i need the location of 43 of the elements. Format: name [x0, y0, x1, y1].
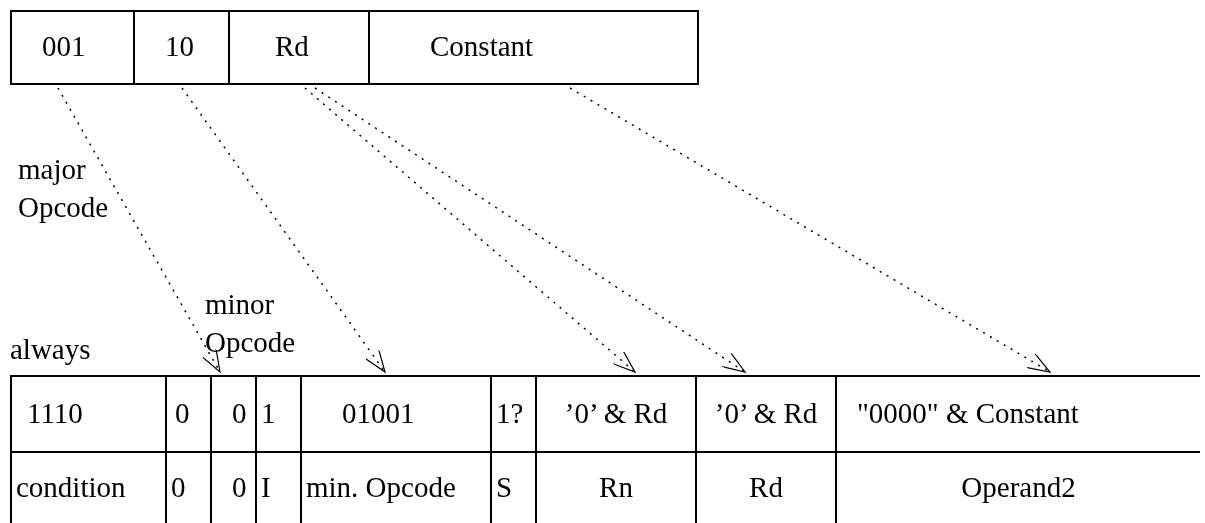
bit-value: 01001 — [342, 397, 415, 429]
bit-value: 1 — [261, 397, 276, 429]
field-value: 001 — [42, 30, 86, 62]
dotted-arrow — [181, 87, 386, 373]
bit-value: 1110 — [27, 397, 83, 429]
bit-value: 1? — [496, 397, 524, 429]
annotation-text: major Opcode — [18, 152, 110, 225]
field-name: S — [496, 471, 513, 503]
bit-field-column — [210, 375, 255, 523]
bit-value: ’0’ & Rd — [713, 397, 819, 429]
dotted-arrow — [569, 87, 1051, 373]
annotation-text: always — [10, 332, 92, 367]
field-value: 10 — [165, 30, 194, 62]
field-cell — [368, 10, 699, 85]
dotted-arrow — [304, 87, 636, 373]
field-cell — [228, 10, 370, 85]
bit-field-column — [535, 375, 695, 523]
dotted-arrow — [314, 87, 746, 373]
annotation-text: minor Opcode — [205, 287, 297, 360]
dotted-arrow — [57, 87, 221, 373]
bit-field-column — [835, 375, 1200, 523]
bit-field-column — [255, 375, 300, 523]
bit-field-column — [165, 375, 210, 523]
bit-value: "0000" & Constant — [857, 397, 1079, 429]
bit-field-column — [490, 375, 535, 523]
field-name: I — [261, 471, 271, 503]
bit-field-column — [300, 375, 490, 523]
field-name: Rn — [598, 471, 634, 503]
field-value: Rd — [275, 30, 309, 62]
field-name: 0 — [232, 471, 247, 503]
bit-value: 0 — [232, 397, 247, 429]
field-cell — [10, 10, 135, 85]
field-value: Constant — [430, 30, 534, 62]
field-name: min. Opcode — [306, 471, 456, 503]
field-name: Rd — [748, 471, 784, 503]
field-name: 0 — [171, 471, 186, 503]
bit-value: 0 — [175, 397, 190, 429]
field-cell — [133, 10, 230, 85]
field-name: condition — [16, 471, 126, 503]
bit-field-column — [695, 375, 835, 523]
field-name: Operand2 — [960, 471, 1077, 503]
bit-field-column — [10, 375, 165, 523]
bit-value: ’0’ & Rd — [563, 397, 669, 429]
